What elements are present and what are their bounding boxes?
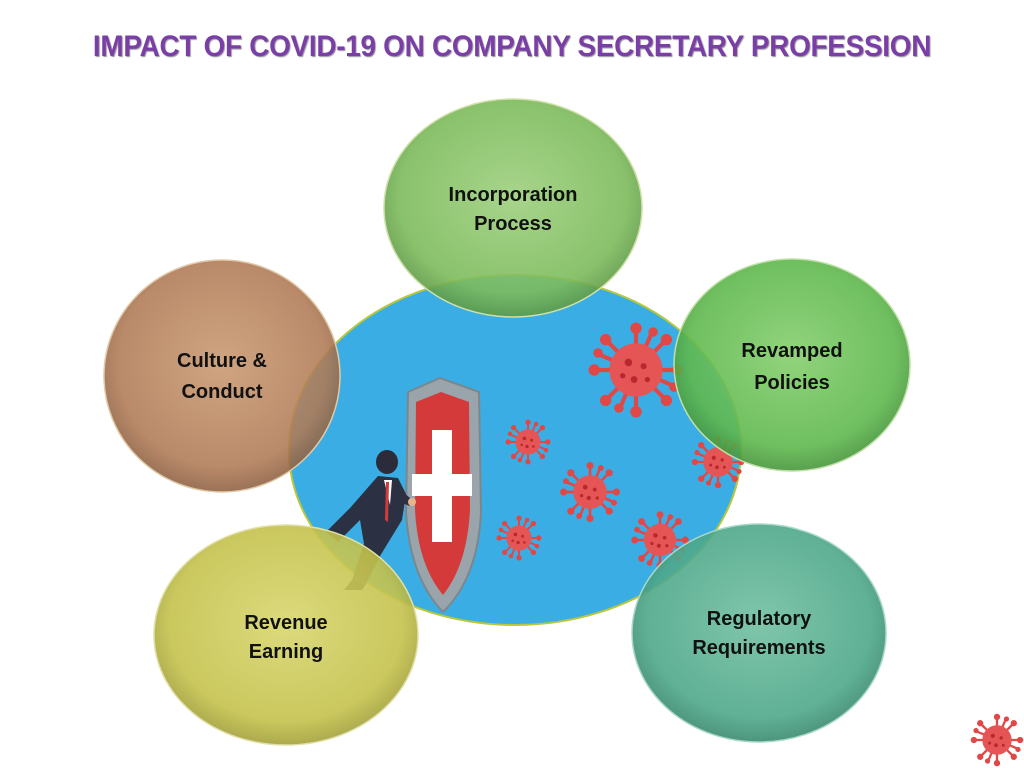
node-revamped-line2: Policies xyxy=(754,372,830,394)
node-revenue-line2: Earning xyxy=(249,641,323,663)
node-incorporation-line1: Incorporation xyxy=(449,184,578,206)
page-title: IMPACT OF COVID-19 ON COMPANY SECRETARY … xyxy=(92,30,932,63)
virus-icon xyxy=(504,418,552,466)
node-culture-line1: Culture & xyxy=(177,350,267,372)
node-regulatory-line2: Requirements xyxy=(692,637,825,659)
node-incorporation-line2: Process xyxy=(474,213,552,235)
node-regulatory-requirements: Regulatory Requirements xyxy=(631,523,887,743)
node-culture-line2: Conduct xyxy=(181,381,262,403)
virus-icon xyxy=(558,460,622,524)
node-revamped-line1: Revamped xyxy=(741,340,842,362)
node-revenue-line1: Revenue xyxy=(244,612,327,634)
node-incorporation-process: Incorporation Process xyxy=(383,98,643,318)
shield-icon xyxy=(404,376,483,614)
node-revamped-policies: Revamped Policies xyxy=(673,258,911,472)
node-regulatory-line1: Regulatory xyxy=(707,608,812,630)
virus-icon xyxy=(589,323,684,418)
virus-icon xyxy=(495,514,543,562)
node-culture-conduct: Culture & Conduct xyxy=(103,259,341,493)
node-revenue-earning: Revenue Earning xyxy=(153,524,419,746)
coronavirus-icon xyxy=(969,712,1024,768)
